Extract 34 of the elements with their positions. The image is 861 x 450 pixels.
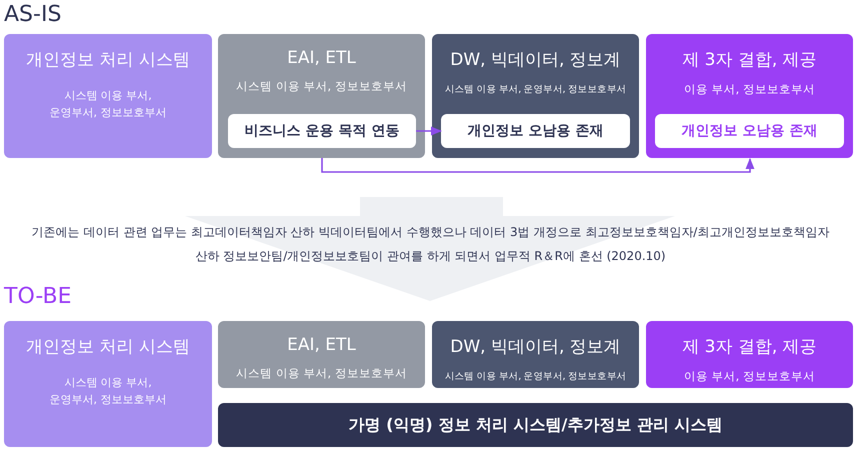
department-text: 시스템 이용 부서, 정보보호부서	[235, 78, 408, 95]
system-box	[432, 34, 639, 158]
text-box: 개인정보 오남용 존재	[655, 114, 844, 148]
system-box	[432, 321, 639, 388]
box-title: DW, 빅데이터, 정보계	[450, 49, 621, 71]
box-title: DW, 빅데이터, 정보계	[450, 336, 621, 358]
department-text: 시스템 이용 부서, 정보보호부서	[235, 365, 408, 382]
bar-title: 가명 (익명) 정보 처리 시스템/추가정보 관리 시스템	[348, 414, 722, 436]
system-box	[218, 34, 425, 158]
box-title: 개인정보 처리 시스템	[26, 336, 190, 358]
box-title: 제 3자 결합, 제공	[682, 336, 817, 358]
box-title: EAI, ETL	[287, 335, 356, 355]
section-heading: AS-IS	[4, 2, 62, 27]
department-text: 이용 부서, 정보보호부서	[683, 368, 816, 385]
system-box	[646, 34, 853, 158]
text-box: 개인정보 오남용 존재	[441, 114, 630, 148]
arrow	[416, 126, 442, 136]
system-box	[646, 321, 853, 388]
system-box	[4, 34, 212, 158]
department-text: 이용 부서, 정보보호부서	[683, 81, 816, 98]
department-text: 시스템 이용 부서, 운영부서, 정보보호부서	[48, 375, 168, 408]
department-text: 시스템 이용 부서, 운영부서, 정보보호부서	[48, 88, 168, 121]
box-title: 개인정보 처리 시스템	[26, 49, 190, 71]
system-box	[4, 321, 212, 447]
note-text: 기존에는 데이터 관련 업무는 최고데이터책임자 산하 빅데이터팀에서 수행했으나 데이터 3법 개정으로 최고정보보호책임자/최고개인정보보호책임자 산하 정보보안팀/개인정보보호팀이 관여를 하게 되면서 업무적 R＆R에 혼선 (2020.10)	[30, 224, 830, 265]
system-box	[218, 321, 425, 388]
system-bar	[218, 403, 853, 447]
text-box: 비즈니스 운용 목적 연동	[228, 114, 416, 148]
arrow	[321, 158, 754, 173]
box-title: EAI, ETL	[287, 48, 356, 68]
department-text: 시스템 이용 부서, 운영부서, 정보보호부서	[444, 83, 626, 97]
department-text: 시스템 이용 부서, 운영부서, 정보보호부서	[444, 370, 626, 384]
section-heading: TO-BE	[4, 284, 72, 309]
box-title: 제 3자 결합, 제공	[682, 49, 817, 71]
